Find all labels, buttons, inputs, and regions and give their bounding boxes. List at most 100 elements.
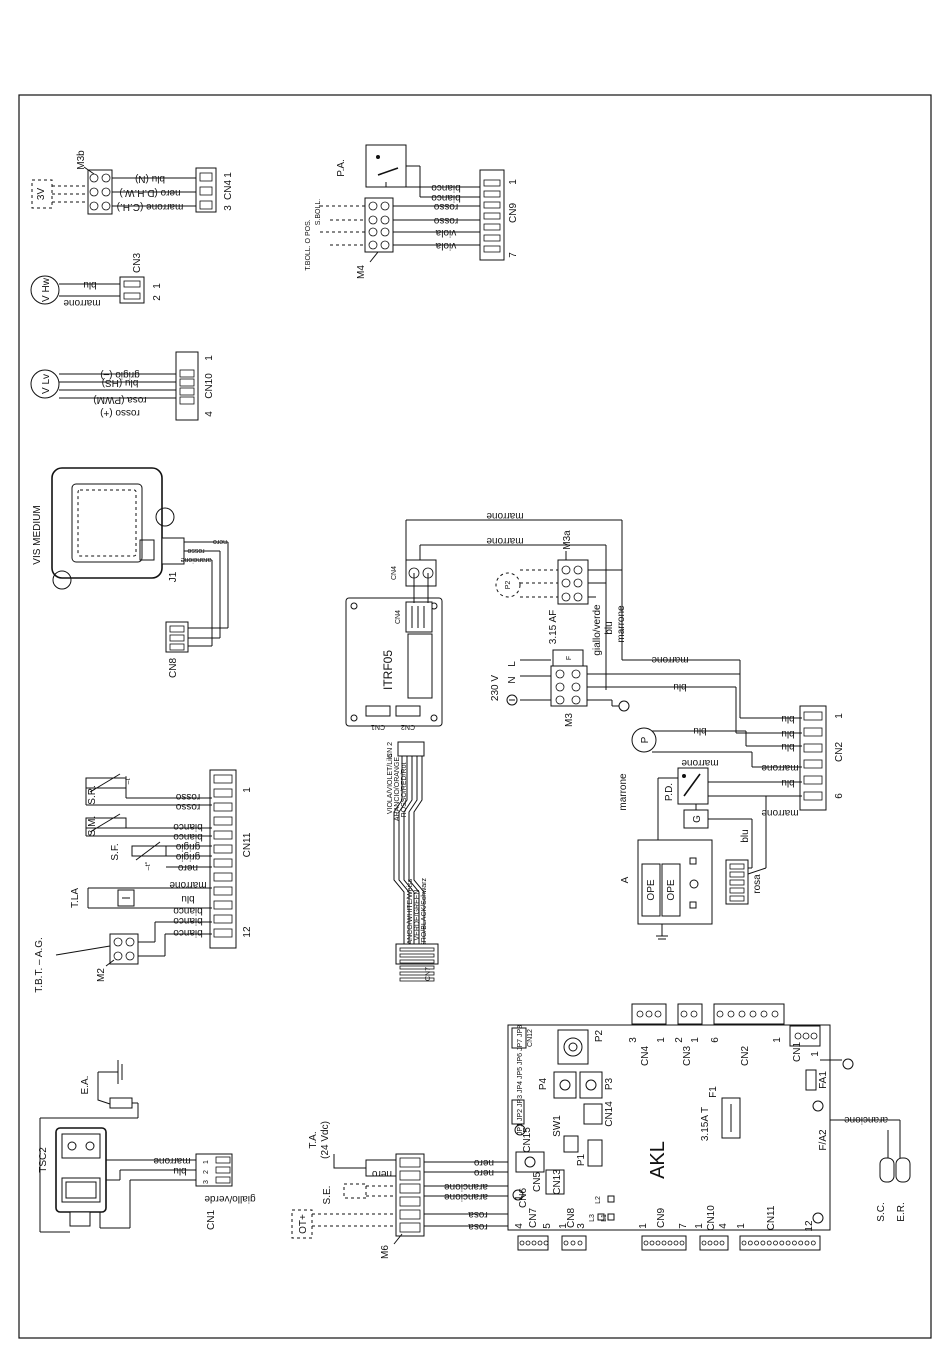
cn11-wire-label: marrone [169,879,207,890]
sw1-label: SW1 [552,1115,563,1137]
sensor-sr-label: S.R. [87,785,98,804]
electrode-sc-label: S.C. [876,1202,887,1221]
group-vlv: V Lv grigio (–) blu (HS) rosa (PWM) ross… [30,351,215,421]
vlv-wire-rosa: rosa (PWM) [93,394,146,405]
tsc-wire-marrone: marrone [153,1155,191,1166]
board-pin [810,1240,816,1246]
itrf-cn1-connector [365,705,391,717]
connector-pin [483,223,501,231]
sensor-sr [85,777,127,789]
fuse-rating-label: 3.15 AF [548,610,559,644]
connector-pin [483,201,501,209]
board-pin [719,1240,725,1246]
cn11-wire-label: grigio [175,851,200,862]
connector-pin [213,788,233,798]
ribbon-cn2-connector [397,741,425,757]
connector-pin [399,959,435,964]
svg-text:1: 1 [772,1037,783,1043]
p2-label: P2 [505,581,512,590]
board-pin [563,1240,569,1246]
board-pin [519,1240,525,1246]
board-pin [794,1032,802,1040]
connector-pin [729,863,745,870]
cn11-wire-label: rosso [175,791,200,802]
a-earth-icon [689,879,699,889]
vhw-wire-marrone: marrone [63,297,101,308]
pot-p1-label: P1 [576,1153,587,1166]
connector-pin [213,774,233,784]
m6-wire-nero-2: nero [474,1167,494,1178]
board-pin [707,1240,713,1246]
cn2-wire-marrone: marrone [761,762,799,773]
board-cn15 [511,1099,525,1125]
board-pin [690,1010,698,1018]
itrf-cn2-label: CN2 [401,723,415,730]
board-pin [810,1032,818,1040]
cn3-vhw-label: CN3 [132,253,143,273]
connector-pin [213,886,233,896]
cn11-wire-label: nero [178,862,198,873]
pd-label: P.D. [664,783,675,801]
connector-pin [399,977,435,982]
m6-label: M6 [380,1245,391,1259]
svg-text:1: 1 [638,1223,649,1229]
terminal-block-m2 [109,933,139,965]
board-cn14-label: CN14 [604,1101,615,1127]
tsc-cn1-label: CN1 [206,1210,217,1230]
board-pin [713,1240,719,1246]
sensor-sm-label: S.M. [87,816,98,837]
cn11-wire-label: bianco [173,905,203,916]
voltage-label: 230 V [490,675,501,701]
group-vhw: V Hw blu marrone CN3 1 2 [30,253,163,308]
cn11-wire-label: bianco [173,821,203,832]
wire-blu-n: blu (N) [135,173,165,184]
ea-electrode [109,1097,133,1109]
electrode-sc [879,1157,895,1183]
sensor-tla-label: T.LA [70,888,81,908]
cn10-pin1: 1 [204,355,215,361]
wire-nero-dhw: nero (D.H.W.) [119,187,180,198]
vis-wire-rosso: rosso [187,547,204,554]
svg-text:3: 3 [628,1037,639,1043]
board-pin [525,1240,531,1246]
connector-pin [399,1209,421,1220]
cn11-wire-label: bianco [173,915,203,926]
j1-label: J1 [168,571,179,582]
svg-text:1: 1 [656,1037,667,1043]
svg-text:6: 6 [710,1037,721,1043]
board-pin [667,1240,673,1246]
mains-fuse-mark: F [566,656,573,660]
cn11-wire-label: grigio [175,841,200,852]
board-pin [649,1240,655,1246]
connector-pin [213,914,233,924]
ribbon-cn7-label: CN7 [425,967,432,981]
tboll-label: T.BOLL. O POS. [305,219,312,270]
pump-wire-marrone: marrone [681,757,719,768]
cn9-wire-label: bianco [431,192,461,203]
m6-wire-rosa-2: rosa [468,1221,488,1232]
ot-plus-label: OT+ [298,1214,309,1234]
connector-pin [803,727,823,737]
connector-pin [729,895,745,902]
connector-pin [803,743,823,753]
vlv-wire-blu: blu (HS) [102,377,139,388]
cn9-wire-label: viola [435,240,456,251]
cn9-wire-label: rosso [433,215,458,226]
itrf-cn2-connector [395,705,421,717]
board-f1-label: F1 [708,1086,719,1098]
ribbon-text-e: VERDE/GREEN [414,890,421,941]
connector-pin [803,711,823,721]
board-pin [749,1010,757,1018]
svg-text:1: 1 [558,1223,569,1229]
cn11-wire-label: bianco [173,831,203,842]
svg-text:3: 3 [576,1223,587,1229]
tsc-cn1-pin3: 3 [203,1180,210,1184]
cn11-wire-label: bianco [173,927,203,938]
board-cn5-label: CN5 [532,1172,543,1192]
motor-vhw [30,275,60,305]
m3a-label: M3a [562,530,573,550]
tsc-wire-blu: blu [173,1165,186,1176]
connector-pin [483,190,501,198]
board-cn3 [677,1003,703,1025]
